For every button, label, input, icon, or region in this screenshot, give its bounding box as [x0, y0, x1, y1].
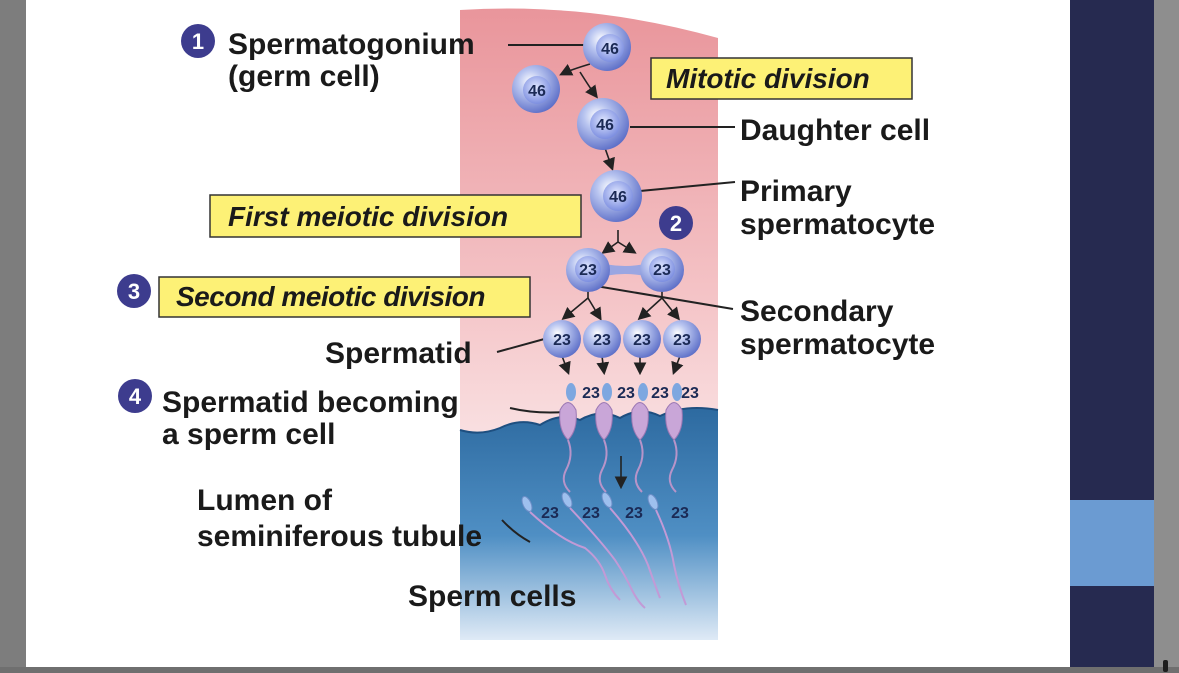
germ-cell-label: (germ cell) — [228, 60, 380, 93]
left-edge-strip — [0, 0, 26, 673]
second-meiotic-division-label: Second meiotic division — [176, 281, 485, 312]
count-secondary-a: 23 — [579, 262, 597, 279]
cells-secondary-spermatocyte: 23 23 — [566, 248, 684, 292]
spermatid-label: Spermatid — [325, 337, 472, 370]
count-primary: 46 — [609, 189, 627, 206]
count-sperm-1: 23 — [541, 505, 559, 522]
primary-spermatocyte-label: spermatocyte — [740, 208, 935, 241]
mitotic-division-box — [650, 57, 913, 100]
sperm-cells-group: 23 23 23 23 — [521, 492, 689, 609]
slide-accent-block — [1070, 500, 1154, 586]
count-spermatid-3: 23 — [633, 332, 651, 349]
count-becoming-2: 23 — [617, 385, 635, 402]
step-badge-1: 1 — [181, 24, 215, 58]
cell-primary-spermatocyte: 46 — [590, 170, 642, 222]
count-sperm-4: 23 — [671, 505, 689, 522]
scrollbar-handle[interactable] — [1163, 660, 1168, 672]
count-spermatid-2: 23 — [593, 332, 611, 349]
secondary-spermatocyte-label: spermatocyte — [740, 328, 935, 361]
lumen-edge — [459, 407, 719, 434]
second-meiotic-division-box — [158, 276, 531, 318]
count-becoming-3: 23 — [651, 385, 669, 402]
count-spermatogonium: 46 — [601, 41, 619, 58]
svg-text:1: 1 — [192, 29, 204, 54]
step-badge-4: 4 — [118, 379, 152, 413]
first-meiotic-division-label: First meiotic division — [228, 201, 508, 232]
leader-lines — [496, 44, 736, 543]
svg-text:3: 3 — [128, 279, 140, 304]
count-sperm-3: 23 — [625, 505, 643, 522]
step-badge-3: 3 — [117, 274, 151, 308]
cell-daughter: 46 — [577, 98, 629, 150]
sperm-cells-label: Sperm cells — [408, 580, 576, 613]
count-becoming-4: 23 — [681, 385, 699, 402]
cell-side: 46 — [512, 65, 560, 113]
seminiferous-tubule-label: seminiferous tubule — [197, 520, 482, 553]
first-meiotic-division-box — [209, 194, 582, 238]
count-side-cell: 46 — [528, 83, 546, 100]
count-becoming-1: 23 — [582, 385, 600, 402]
count-secondary-b: 23 — [653, 262, 671, 279]
count-sperm-2: 23 — [582, 505, 600, 522]
cell-spermatogonium: 46 — [583, 23, 631, 71]
count-spermatid-1: 23 — [553, 332, 571, 349]
lumen-of-label: Lumen of — [197, 484, 333, 517]
developing-sperm-group: 23 23 23 23 — [559, 383, 699, 493]
primary-label: Primary — [740, 175, 852, 208]
count-spermatid-4: 23 — [673, 332, 691, 349]
svg-text:4: 4 — [129, 384, 142, 409]
spermatid-becoming-label: Spermatid becoming — [162, 386, 459, 419]
cells-spermatids: 23 23 23 23 — [543, 320, 701, 358]
step-badge-2: 2 — [659, 206, 693, 240]
secondary-label: Secondary — [740, 295, 894, 328]
mitotic-division-label: Mitotic division — [666, 63, 870, 94]
spermatogonium-label: Spermatogonium — [228, 28, 475, 61]
daughter-cell-label: Daughter cell — [740, 114, 930, 147]
svg-text:2: 2 — [670, 211, 682, 236]
sperm-cell-label: a sperm cell — [162, 418, 335, 451]
right-edge-strip — [1154, 0, 1179, 673]
count-daughter: 46 — [596, 117, 614, 134]
bottom-edge-bar — [0, 667, 1179, 673]
